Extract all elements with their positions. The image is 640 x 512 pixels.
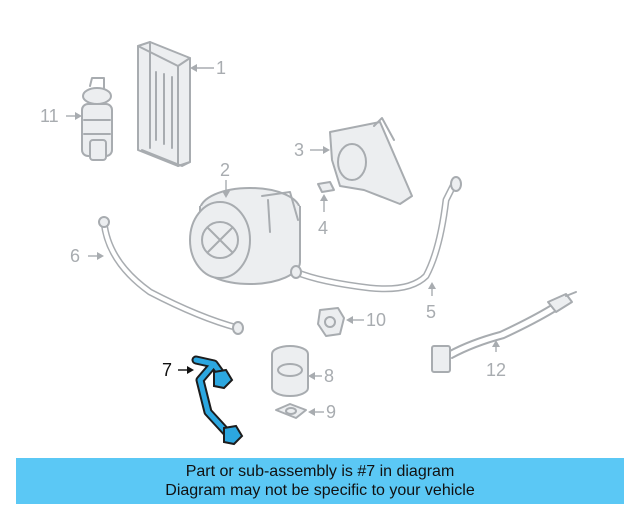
part-6-hose	[98, 216, 244, 335]
callout-5: 5	[426, 282, 436, 322]
part-1-box	[137, 41, 191, 167]
callout-2: 2	[220, 160, 230, 198]
callout-number-1: 1	[216, 58, 226, 78]
callout-number-7: 7	[162, 360, 172, 380]
callout-4: 4	[318, 194, 328, 238]
callout-number-12: 12	[486, 360, 506, 380]
callout-number-10: 10	[366, 310, 386, 330]
callout-number-9: 9	[326, 402, 336, 422]
part-5-hose	[290, 176, 462, 293]
callout-7: 7	[162, 360, 194, 380]
callout-9: 9	[308, 402, 336, 422]
callout-1: 1	[190, 58, 226, 78]
part-2-air-pump	[189, 187, 301, 285]
callout-number-5: 5	[426, 302, 436, 322]
part-4-fitting	[317, 181, 335, 193]
callout-number-3: 3	[294, 140, 304, 160]
callout-number-11: 11	[40, 106, 59, 126]
part-12-sensor-wire	[431, 291, 577, 373]
part-10-sensor	[317, 307, 345, 337]
callout-8: 8	[308, 366, 334, 386]
callout-11: 11	[40, 106, 82, 126]
part-7-pipe-highlighted[interactable]	[191, 355, 244, 446]
part-3-bracket	[329, 117, 413, 205]
part-11-valve	[81, 77, 113, 161]
banner-line-1: Part or sub-assembly is #7 in diagram	[185, 463, 455, 480]
callout-10: 10	[346, 310, 386, 330]
callout-12: 12	[486, 340, 506, 380]
part-8-check-valve	[271, 345, 309, 397]
info-banner: Part or sub-assembly is #7 in diagram Di…	[16, 458, 624, 504]
callout-6: 6	[70, 246, 104, 266]
parts-diagram: 1 11 2 3	[40, 41, 577, 446]
part-9-gasket	[275, 403, 307, 419]
callout-3: 3	[294, 140, 330, 160]
callout-number-6: 6	[70, 246, 80, 266]
callout-number-4: 4	[318, 218, 328, 238]
callout-number-2: 2	[220, 160, 230, 180]
callout-number-8: 8	[324, 366, 334, 386]
banner-line-2: Diagram may not be specific to your vehi…	[165, 482, 475, 499]
